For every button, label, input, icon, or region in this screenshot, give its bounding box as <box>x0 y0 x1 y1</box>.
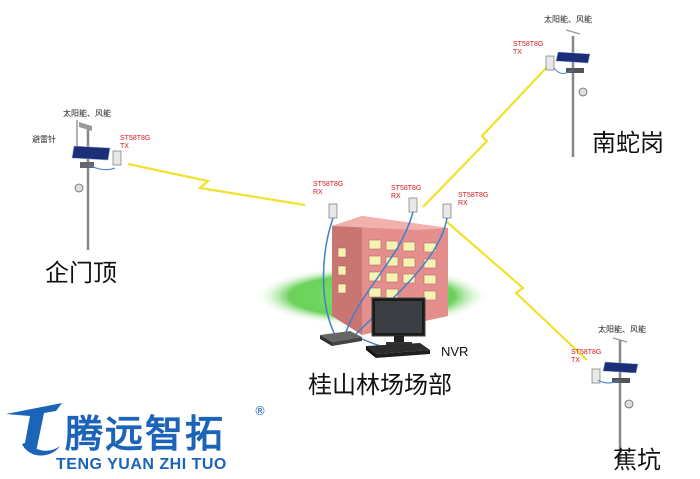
hub-receiver-label-3: ST58T8G RX <box>458 192 488 208</box>
qimending-device-label: ST58T8G TX <box>120 135 150 151</box>
jiaokeng-power-label: 太阳能、风能 <box>598 325 646 334</box>
link-nanshegang <box>422 66 548 208</box>
nanshegang-device-label: ST58T8G TX <box>513 41 543 57</box>
company-logo-mark <box>6 403 62 456</box>
qimending-lightning-label: 避雷针 <box>32 135 56 144</box>
company-logo-cn: 腾远智拓 <box>65 411 226 456</box>
link-jiaokeng <box>446 221 588 361</box>
network-switch <box>320 331 362 346</box>
receiver-unit-1 <box>328 203 338 219</box>
hub-receiver-label-2: ST58T8G RX <box>391 185 421 201</box>
pole-nanshegang <box>545 29 591 157</box>
jiaokeng-device-model: ST58T8G <box>571 349 602 356</box>
nanshegang-power-label: 太阳能、风能 <box>544 15 592 24</box>
pole-qimending <box>71 120 122 250</box>
receiver-unit-3 <box>442 203 452 219</box>
hub-receiver-label-1: ST58T8G RX <box>313 181 343 197</box>
nvr-station <box>366 297 430 358</box>
wireless-links <box>127 66 588 361</box>
company-logo-en: TENG YUAN ZHI TUO <box>56 456 227 473</box>
hub-receiver-1-model: ST58T8G <box>313 181 344 188</box>
site-label-jiaokeng: 蕉坑 <box>613 446 661 474</box>
site-label-nanshegang: 南蛇岗 <box>592 129 664 157</box>
hub-receiver-3-model: ST58T8G <box>458 192 489 199</box>
jiaokeng-device-mode: TX <box>571 357 580 364</box>
nanshegang-device-mode: TX <box>513 49 522 56</box>
jiaokeng-device-label: ST58T8G TX <box>571 349 601 365</box>
hub-receiver-3-mode: RX <box>458 200 468 207</box>
hub-building <box>332 216 448 335</box>
nvr-box <box>366 343 430 354</box>
hub-receiver-1-mode: RX <box>313 189 323 196</box>
nvr-label: NVR <box>441 344 469 359</box>
pole-jiaokeng <box>591 337 639 462</box>
qimending-device-mode: TX <box>120 143 129 150</box>
hub-label: 桂山林场场部 <box>308 371 452 399</box>
qimending-power-label: 太阳能、风能 <box>63 109 111 118</box>
hub-receiver-2-model: ST58T8G <box>391 185 422 192</box>
site-label-qimending: 企门顶 <box>45 259 117 287</box>
registered-mark: ® <box>254 404 266 418</box>
nanshegang-device-model: ST58T8G <box>513 41 544 48</box>
receiver-units <box>328 197 452 219</box>
link-qimending <box>127 162 306 207</box>
hub-receiver-2-mode: RX <box>391 193 401 200</box>
qimending-device-model: ST58T8G <box>120 135 151 142</box>
network-cables <box>322 211 448 351</box>
